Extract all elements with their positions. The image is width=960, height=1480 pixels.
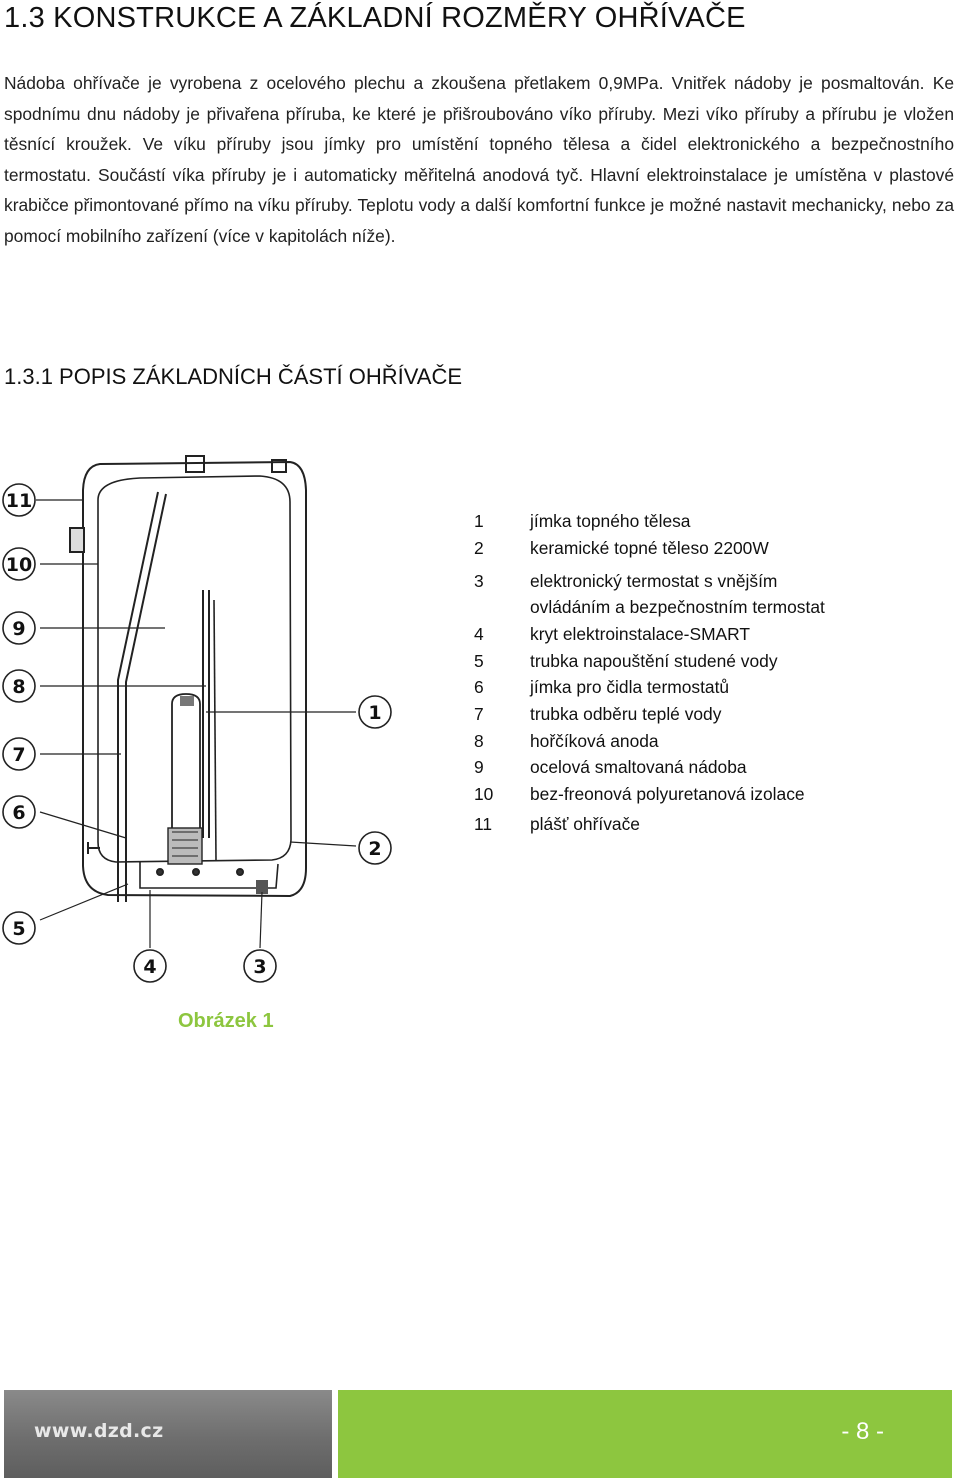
intro-paragraph: Nádoba ohřívače je vyrobena z ocelového … bbox=[4, 73, 954, 246]
diagram-label-7: 7 bbox=[12, 744, 25, 766]
legend-text: kryt elektroinstalace-SMART bbox=[530, 624, 751, 644]
diagram-label-3: 3 bbox=[253, 956, 266, 978]
diagram-label-10: 10 bbox=[6, 554, 32, 576]
diagram-label-6: 6 bbox=[12, 802, 25, 824]
diagram-label-8: 8 bbox=[12, 676, 25, 698]
legend-number: 3 bbox=[474, 571, 484, 591]
legend-text: keramické topné těleso 2200W bbox=[530, 538, 769, 558]
diagram-label-9: 9 bbox=[12, 618, 25, 640]
legend-text: trubka odběru teplé vody bbox=[530, 704, 722, 724]
diagram-label-1: 1 bbox=[368, 702, 381, 724]
legend-number: 11 bbox=[474, 814, 493, 834]
legend-number: 1 bbox=[474, 511, 484, 531]
legend-text: bez-freonová polyuretanová izolace bbox=[530, 784, 805, 804]
footer-url-link[interactable]: www.dzd.cz bbox=[34, 1420, 164, 1442]
diagram-label-2: 2 bbox=[368, 838, 381, 860]
legend-number: 10 bbox=[474, 784, 494, 804]
legend-text: hořčíková anoda bbox=[530, 731, 659, 751]
legend-text: ocelová smaltovaná nádoba bbox=[530, 757, 747, 777]
footer-page-panel: - 8 - bbox=[338, 1390, 952, 1478]
diagram-label-5: 5 bbox=[12, 918, 25, 940]
legend-number: 4 bbox=[474, 624, 484, 644]
water-heater-diagram: 11 10 9 8 7 6 5 4 3 1 2 bbox=[2, 455, 392, 983]
legend-text: plášť ohřívače bbox=[530, 814, 640, 834]
diagram-label-11: 11 bbox=[6, 490, 32, 512]
legend-number: 6 bbox=[474, 677, 484, 697]
legend-number: 9 bbox=[474, 757, 484, 777]
legend-text: jímka pro čidla termostatů bbox=[530, 677, 730, 697]
legend-number: 7 bbox=[474, 704, 484, 724]
diagram-label-4: 4 bbox=[143, 956, 156, 978]
legend-text: trubka napouštění studené vody bbox=[530, 651, 778, 671]
legend-text: elektronický termostat s vnějším ovládán… bbox=[530, 571, 825, 617]
footer-url-panel: www.dzd.cz bbox=[4, 1390, 332, 1478]
legend-number: 5 bbox=[474, 651, 484, 671]
subsection-heading: 1.3.1 POPIS ZÁKLADNÍCH ČÁSTÍ OHŘÍVAČE bbox=[4, 364, 463, 389]
figure-caption: Obrázek 1 bbox=[178, 1010, 274, 1032]
section-heading: 1.3 KONSTRUKCE A ZÁKLADNÍ ROZMĚRY OHŘÍVA… bbox=[4, 2, 746, 34]
legend-text: jímka topného tělesa bbox=[530, 511, 691, 531]
legend-number: 2 bbox=[474, 538, 484, 558]
page-number: - 8 - bbox=[841, 1418, 884, 1445]
legend-number: 8 bbox=[474, 731, 484, 751]
